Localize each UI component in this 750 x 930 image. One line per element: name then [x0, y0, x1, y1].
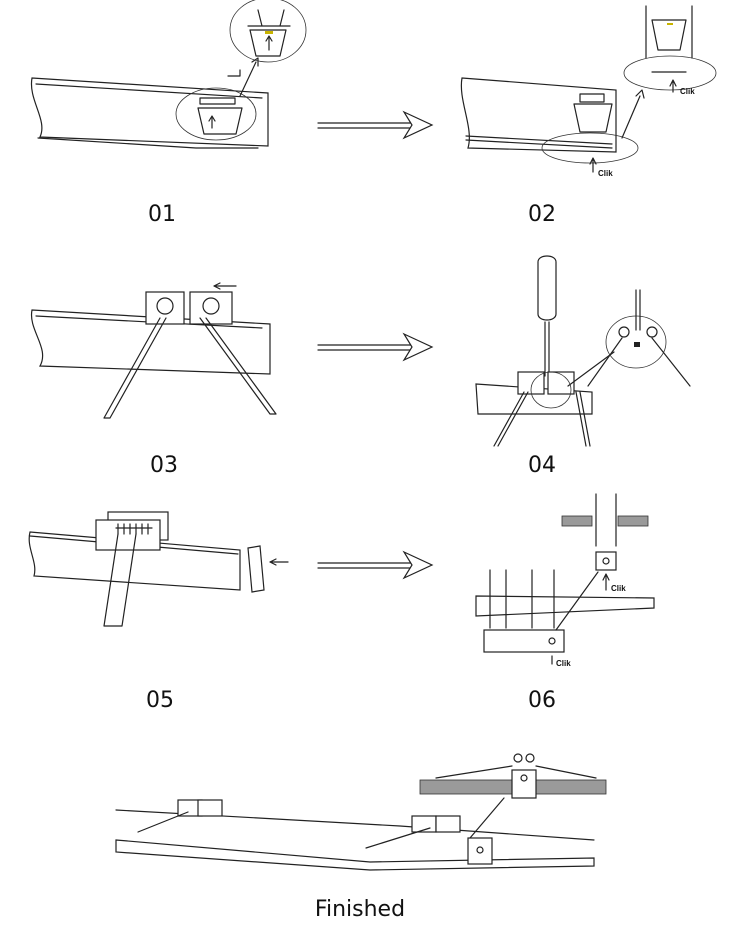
led-strip [265, 31, 273, 34]
detail-circle [229, 0, 307, 63]
step-04-illustration [475, 255, 691, 447]
zoom-circle [175, 87, 257, 141]
screwdriver [537, 255, 557, 321]
ceiling-section [561, 515, 593, 527]
step-label-06: 06 [528, 688, 556, 713]
finished-label: Finished [314, 897, 406, 922]
step-label-05: 05 [146, 688, 174, 713]
finished-illustration [115, 753, 607, 871]
profile-body [30, 77, 269, 147]
clik-annotation: Clik [611, 584, 626, 593]
clik-annotation: Clik [680, 87, 695, 96]
end-cap [247, 545, 265, 593]
step-05-illustration [28, 511, 289, 627]
arrow-03-to-04 [317, 332, 434, 362]
ceiling-section [617, 515, 649, 527]
detail-circle [623, 55, 717, 91]
finished-profile [115, 839, 595, 871]
step-03-illustration [30, 282, 277, 419]
step-label-02: 02 [528, 202, 556, 227]
spring-clip-bracket [189, 291, 233, 325]
step-label-01: 01 [148, 202, 176, 227]
end-bracket [467, 837, 493, 865]
arrow-05-to-06 [317, 550, 434, 580]
step-01-illustration [30, 0, 307, 149]
ceiling-board [475, 595, 655, 617]
clik-annotation: Clik [598, 169, 613, 178]
profile-end [483, 629, 565, 653]
arrow-01-to-02 [317, 110, 434, 140]
step-06-illustration: Clik Clik [475, 493, 655, 668]
profile-body [30, 309, 271, 375]
clik-annotation: Clik [556, 659, 571, 668]
step-label-04: 04 [528, 453, 556, 478]
profile-body [28, 531, 241, 591]
led-strip [667, 23, 673, 25]
step-label-03: 03 [150, 453, 178, 478]
step-02-illustration: Clik Clik [460, 5, 717, 178]
